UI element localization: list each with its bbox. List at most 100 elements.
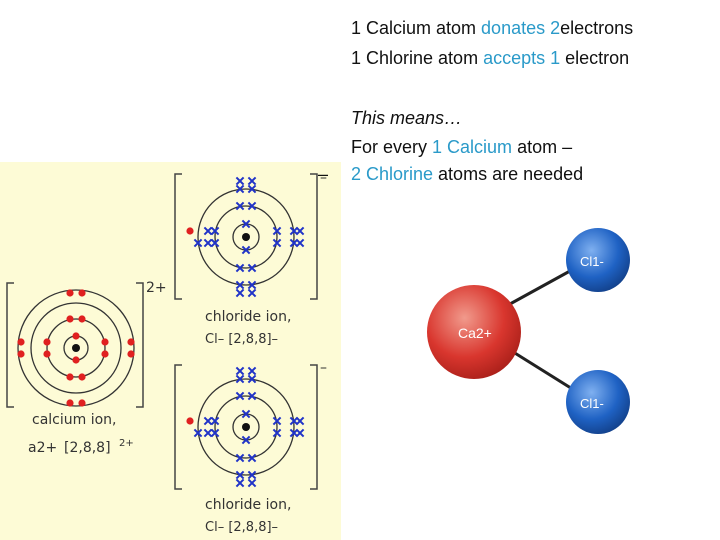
electron-cross	[210, 226, 220, 236]
ion-cl-bottom-label: Cl1-	[580, 396, 604, 411]
electron-dot	[43, 350, 51, 358]
calcium-charge: 2+	[119, 438, 134, 449]
text-part: atoms are needed	[433, 164, 584, 184]
electron-dot	[78, 399, 86, 407]
electron-cross	[295, 428, 305, 438]
statement-calcium: 1 Calcium atom donates 2electrons	[351, 17, 633, 40]
text-part: For every	[351, 137, 433, 157]
dash-mark: –	[318, 164, 329, 184]
electron-cross	[241, 219, 251, 229]
chloride-formula-1: Cl– [2,8,8]–	[205, 332, 278, 347]
chloride-atom-1	[186, 176, 305, 298]
text-highlight: 2 Chlorine	[351, 164, 434, 184]
dot-cross-diagram: 2+ calcium ion, a2+ [2,8,8] 2+ – chlorid…	[6, 170, 327, 535]
electron-cross	[241, 409, 251, 419]
electron-cross	[203, 238, 213, 248]
chloride-bracket-right-1	[310, 173, 318, 300]
chloride-bracket-left-2	[174, 364, 182, 490]
text-highlight: 1 Calcium	[432, 137, 513, 157]
electron-cross	[295, 238, 305, 248]
electron-cross	[203, 428, 213, 438]
electron-cross	[247, 280, 257, 290]
electron-dot	[66, 399, 74, 407]
electron-dot	[101, 338, 109, 346]
electron-cross	[235, 280, 245, 290]
electron-dot	[78, 373, 86, 381]
electron-cross	[295, 416, 305, 426]
ion-cl-top-label: Cl1-	[580, 254, 604, 269]
chloride-bracket-right-2	[310, 364, 318, 490]
chloride-bracket-left-1	[174, 173, 182, 300]
this-means: This means…	[351, 108, 463, 128]
electron-cross	[241, 435, 251, 445]
calcium-bracket-right	[136, 282, 144, 408]
calcium-formula: a2+	[28, 440, 57, 456]
calcium-bracket-left	[6, 282, 14, 408]
electron-dot	[72, 356, 80, 364]
electron-cross	[235, 391, 245, 401]
electron-cross	[295, 226, 305, 236]
electron-dot	[186, 417, 194, 425]
ion-cl-bottom: Cl1-	[566, 370, 630, 434]
electron-dot	[127, 338, 135, 346]
ion-ca: Ca2+	[427, 285, 521, 379]
electron-cross	[247, 288, 257, 298]
electron-cross	[210, 416, 220, 426]
electron-cross	[210, 428, 220, 438]
electron-dot	[101, 350, 109, 358]
calcium-atom	[17, 289, 135, 407]
electron-cross	[203, 226, 213, 236]
chloride-atom-2	[186, 366, 305, 488]
electron-cross	[247, 201, 257, 211]
electron-cross	[235, 184, 245, 194]
electron-cross	[247, 184, 257, 194]
electron-cross	[193, 238, 203, 248]
electron-cross	[247, 453, 257, 463]
calcium-config: [2,8,8]	[64, 440, 111, 456]
ion-ca-label: Ca2+	[458, 325, 492, 341]
electron-cross	[235, 374, 245, 384]
text-highlight: accepts 1	[483, 48, 561, 68]
electron-cross	[247, 391, 257, 401]
electron-cross	[235, 263, 245, 273]
electron-cross	[235, 176, 245, 186]
electron-cross	[247, 478, 257, 488]
electron-cross	[235, 453, 245, 463]
electron-dot	[66, 315, 74, 323]
electron-dot	[78, 315, 86, 323]
statement-ratio-2: 2 Chlorine atoms are needed	[351, 163, 583, 186]
text-part: atom –	[512, 137, 573, 157]
electron-cross	[235, 288, 245, 298]
chloride-label-2: chloride ion,	[205, 497, 291, 513]
electron-cross	[235, 201, 245, 211]
electron-dot	[17, 350, 25, 358]
electron-dot	[72, 332, 80, 340]
chloride-label-1: chloride ion,	[205, 309, 291, 325]
chloride-bracket-charge-1: –	[320, 170, 327, 186]
calcium-bracket-charge: 2+	[146, 280, 167, 296]
electron-cross	[247, 366, 257, 376]
electron-dot	[127, 350, 135, 358]
electron-dot	[66, 289, 74, 297]
text-part: 1 Calcium atom	[351, 18, 482, 38]
text-part: 1 Chlorine atom	[351, 48, 484, 68]
electron-dot	[66, 373, 74, 381]
statement-ratio-1: For every 1 Calcium atom –	[351, 136, 572, 159]
ionic-diagram-panel	[0, 162, 341, 540]
electron-cross	[272, 226, 282, 236]
electron-cross	[241, 245, 251, 255]
electron-dot	[186, 227, 194, 235]
electron-cross	[210, 238, 220, 248]
chloride-bracket-charge-2: –	[320, 360, 327, 376]
chloride-formula-2: Cl– [2,8,8]–	[205, 520, 278, 535]
ion-cl-top: Cl1-	[566, 228, 630, 292]
electron-cross	[272, 428, 282, 438]
electron-cross	[272, 238, 282, 248]
calcium-label: calcium ion,	[32, 412, 117, 428]
electron-cross	[203, 416, 213, 426]
electron-cross	[247, 470, 257, 480]
electron-cross	[247, 263, 257, 273]
text-highlight: donates 2	[481, 18, 561, 38]
electron-cross	[247, 176, 257, 186]
electron-cross	[235, 470, 245, 480]
